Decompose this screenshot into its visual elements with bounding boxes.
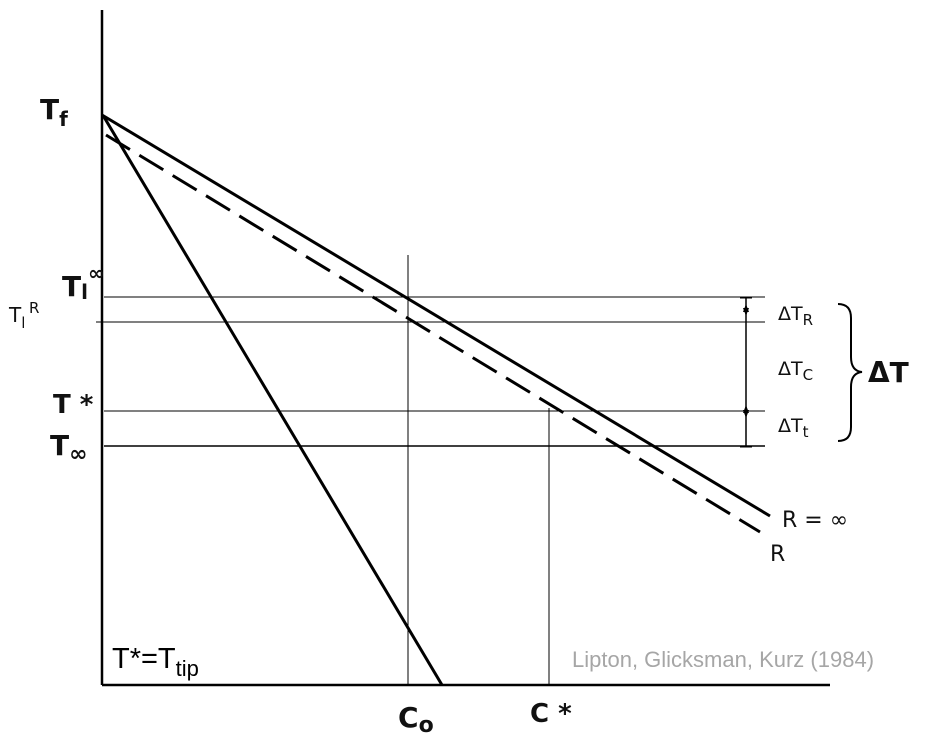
svg-text:Tl: Tl — [8, 303, 25, 332]
svg-text:T*=Ttip: T*=Ttip — [112, 643, 199, 681]
arrowhead-down-t — [743, 410, 749, 418]
dt-total-label: ΔT — [868, 356, 909, 389]
formula-main: T*=T — [112, 643, 176, 675]
t-star-label: T * — [53, 390, 94, 420]
solidus-line — [102, 116, 444, 686]
t-l-infinity-sup: ∞ — [88, 261, 105, 285]
t-l-infinity-sub: l — [81, 280, 88, 304]
dt-c-sub: C — [803, 366, 813, 384]
t-l-r-label: T — [8, 303, 22, 327]
c-0-label: C — [398, 701, 419, 734]
svg-text:ΔTC: ΔTC — [778, 358, 813, 384]
dt-t-sub: t — [803, 423, 809, 441]
t-f-label: T — [40, 93, 59, 126]
t-f-sub: f — [59, 107, 68, 131]
undercooling-brace — [837, 303, 863, 442]
dt-r-sub: R — [803, 311, 813, 329]
t-l-infinity-label: T — [62, 270, 81, 303]
c-0-sub: o — [419, 713, 434, 738]
svg-text:Tl: Tl — [62, 270, 88, 304]
dt-t-label: ΔT — [778, 415, 803, 437]
r-infinity-label: R = ∞ — [782, 508, 848, 533]
dt-r-label: ΔT — [778, 303, 803, 325]
dt-c-label: ΔT — [778, 358, 803, 380]
arrowhead-down-r — [743, 304, 749, 312]
r-label: R — [770, 542, 785, 567]
svg-text:ΔTR: ΔTR — [778, 303, 813, 329]
t-infinity-label: T — [50, 429, 69, 462]
liquidus-r — [105, 133, 761, 534]
c-star-label: C * — [530, 699, 572, 729]
svg-text:Tf: Tf — [40, 93, 68, 131]
t-l-r-sup: R — [29, 299, 39, 317]
t-l-r-sub: l — [21, 314, 25, 332]
formula-sub: tip — [176, 656, 199, 681]
credit-text: Lipton, Glicksman, Kurz (1984) — [572, 647, 874, 672]
svg-text:ΔTt: ΔTt — [778, 415, 809, 441]
svg-text:T∞: T∞ — [50, 429, 87, 467]
liquidus-r-infinity — [101, 113, 771, 518]
t-infinity-sub: ∞ — [69, 442, 87, 467]
svg-text:Co: Co — [398, 701, 434, 738]
